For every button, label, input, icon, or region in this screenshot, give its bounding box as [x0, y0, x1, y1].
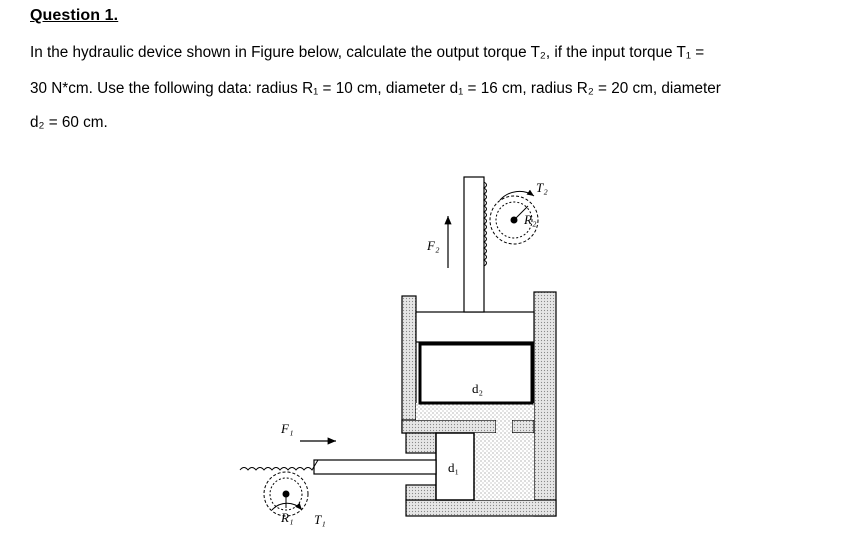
label-T2: T₂	[536, 180, 548, 195]
force-F1: F₁	[280, 421, 336, 445]
input-gear: R₁ T₁	[263, 471, 326, 527]
torque-arrow-T1	[271, 502, 303, 511]
question-text-line-3: d₂ = 60 cm.	[30, 114, 108, 131]
hydraulic-fluid	[416, 403, 534, 500]
question-heading: Question 1.	[30, 7, 119, 24]
label-F1: F₁	[280, 421, 293, 436]
label-F2: F₂	[426, 238, 440, 253]
label-d1: d₁	[448, 460, 459, 475]
question-text-line-2: 30 N*cm. Use the following data: radius …	[30, 80, 721, 97]
label-T1: T₁	[314, 512, 326, 527]
large-piston: d₂	[415, 311, 535, 405]
output-rack	[463, 176, 487, 313]
output-gear: T₂ R₂	[489, 180, 548, 245]
torque-arrow-T2	[499, 189, 535, 201]
force-F2: F₂	[426, 216, 452, 268]
label-d2: d₂	[472, 381, 483, 396]
question-text-line-1: In the hydraulic device shown in Figure …	[30, 44, 705, 61]
label-R1: R₁	[280, 510, 293, 525]
small-piston: d₁	[435, 432, 475, 501]
input-rack	[239, 459, 437, 475]
large-cylinder	[401, 291, 557, 517]
label-R2: R₂	[523, 212, 537, 227]
